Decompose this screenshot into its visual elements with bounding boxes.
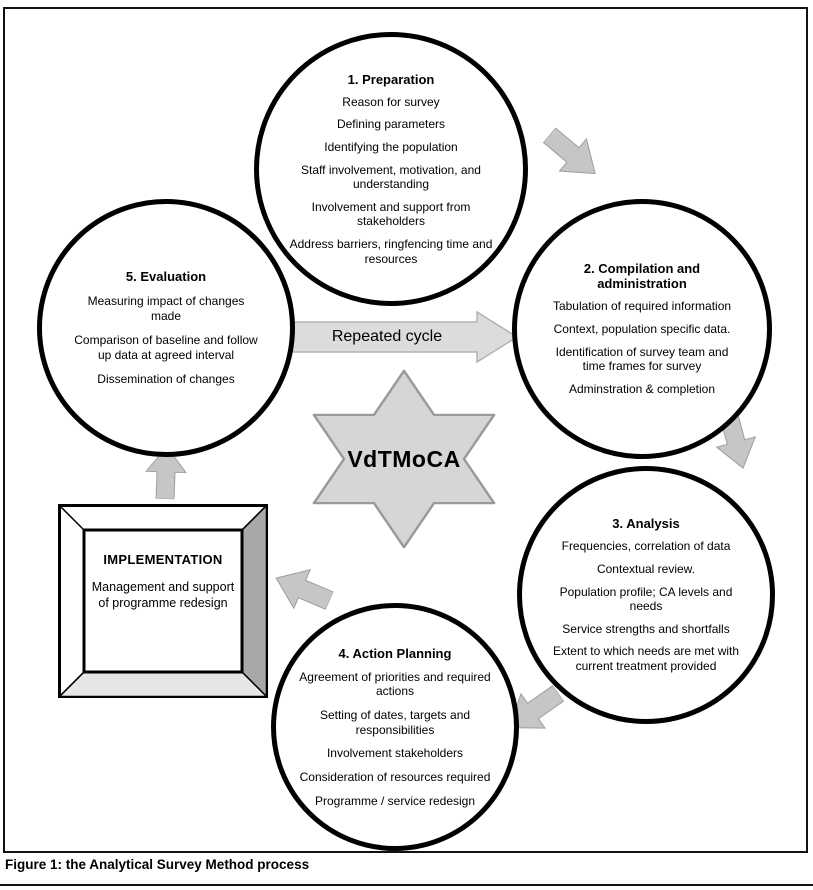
stage-item: Comparison of baseline and follow up dat…: [74, 333, 258, 362]
implementation-box: IMPLEMENTATION Management and support of…: [58, 504, 268, 698]
stage-item: Context, population specific data.: [553, 322, 731, 337]
stage-circle-evaluation: 5. Evaluation Measuring impact of change…: [37, 199, 295, 457]
implementation-frame-icon: [58, 504, 268, 698]
vdtmoca-label: VdTMoCA: [347, 445, 461, 472]
stage-item: Staff involvement, motivation, and under…: [301, 162, 481, 192]
stage-item: Identifying the population: [324, 139, 458, 154]
stage-item: Service strengths and shortfalls: [562, 621, 730, 636]
stage-item: Frequencies, correlation of data: [561, 539, 731, 554]
stage-item: Involvement and support from stakeholder…: [311, 199, 471, 229]
implementation-text: IMPLEMENTATION Management and support of…: [91, 552, 235, 612]
stage-item: Contextual review.: [596, 561, 696, 576]
stage-circle-analysis: 3. Analysis Frequencies, correlation of …: [517, 466, 775, 724]
stage-item: Tabulation of required information: [552, 299, 732, 314]
stage-circle-action-planning: 4. Action Planning Agreement of prioriti…: [271, 603, 519, 851]
stage-title: 4. Action Planning: [338, 645, 452, 661]
stage-item: Involvement stakeholders: [326, 746, 464, 761]
stage-item: Population profile; CA levels and needs: [559, 584, 733, 614]
stage-title: 2. Compilation and administration: [583, 261, 701, 292]
stage-item: Extent to which needs are met with curre…: [552, 644, 740, 674]
figure-caption: Figure 1: the Analytical Survey Method p…: [5, 857, 310, 872]
six-point-star-icon: [312, 369, 496, 549]
stage-item: Identification of survey team and time f…: [555, 344, 729, 374]
stage-title: 1. Preparation: [347, 71, 435, 87]
implementation-title: IMPLEMENTATION: [103, 552, 223, 567]
stage-circle-compilation: 2. Compilation and administration Tabula…: [512, 199, 772, 459]
stage-item: Agreement of priorities and required act…: [299, 669, 491, 699]
stage-item: Measuring impact of changes made: [87, 293, 245, 323]
bottom-rule: [0, 884, 813, 886]
arrow-implementation-to-evaluation-icon: [145, 446, 187, 500]
stage-item: Address barriers, ringfencing time and r…: [289, 237, 493, 266]
figure-border: [3, 7, 808, 853]
stage-item: Defining parameters: [336, 117, 446, 132]
arrow-preparation-to-compilation-icon: [542, 127, 596, 175]
repeated-cycle-arrow-icon: [287, 310, 519, 364]
stage-item: Programme / service redesign: [314, 793, 476, 808]
repeated-cycle-label: Repeated cycle: [331, 328, 443, 345]
stage-item: Consideration of resources required: [299, 769, 491, 784]
stage-title: 3. Analysis: [612, 516, 680, 532]
stage-item: Reason for survey: [342, 94, 440, 109]
repeated-cycle-arrow: Repeated cycle: [287, 310, 521, 364]
stage-title: 5. Evaluation: [125, 268, 207, 284]
stage-item: Adminstration & completion: [568, 381, 716, 396]
implementation-description: Management and support of programme rede…: [91, 580, 235, 611]
stage-circle-preparation: 1. Preparation Reason for survey Definin…: [254, 32, 528, 306]
stage-item: Setting of dates, targets and responsibi…: [319, 708, 471, 737]
vdtmoca-star: VdTMoCA: [300, 362, 508, 556]
stage-item: Dissemination of changes: [97, 372, 235, 387]
arrow-action-planning-to-implementation-icon: [275, 569, 334, 611]
